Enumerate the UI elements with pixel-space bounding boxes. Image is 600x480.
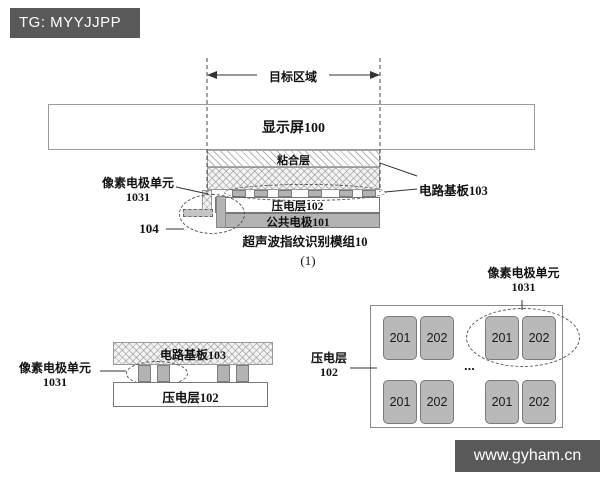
fig1-arrowhead-right — [370, 71, 380, 79]
fig1-pixel-unit-label-text: 像素电极单元 — [101, 176, 174, 190]
fig1-adhesive-label: 粘合层 — [277, 155, 310, 167]
fig1-common-electrode-label: 公共电极101 — [266, 217, 330, 229]
fig3-cell: 201 — [485, 380, 519, 424]
fig1-circuit-leader-lower — [384, 188, 418, 193]
fig3-piezo-label-text: 压电层 — [310, 351, 347, 365]
fig3-pixel-unit-ellipse — [466, 308, 580, 367]
fig1-piezo-label: 压电层102 — [271, 201, 324, 213]
fig1-pixel-unit-ref: 1031 — [126, 190, 150, 205]
tag-bar: TG: MYYJJPP — [10, 8, 140, 38]
fig1-circuit-leader-upper — [379, 162, 418, 177]
fig1-detail-callout-ellipse — [179, 194, 245, 234]
fig1-target-area-label: 目标区域 — [258, 68, 328, 85]
fig1-caption: (1) — [300, 253, 316, 268]
fig3-cell: 202 — [420, 316, 454, 360]
fig3-cell: 202 — [522, 380, 556, 424]
fig3-piezo-ref: 102 — [320, 365, 338, 380]
fig2-pixel-electrode — [236, 365, 249, 382]
fig3-cell: 201 — [383, 316, 417, 360]
fig2-pixel-unit-ref: 1031 — [43, 375, 67, 390]
fig3-pixel-unit-label-text: 像素电极单元 — [487, 266, 560, 280]
fig3-pixel-unit-ref: 1031 — [511, 280, 536, 295]
fig1-display-screen — [48, 104, 535, 150]
fig3-pixel-unit-label: 像素电极单元 1031 — [476, 266, 571, 295]
fig1-circuit-label: 电路基板103 — [419, 184, 488, 198]
fig2-circuit-substrate — [113, 342, 273, 365]
fig1-adhesive-layer — [207, 150, 380, 167]
fig1-pixel-row-ellipse — [224, 184, 386, 201]
fig2-pixel-unit-label: 像素电极单元 1031 — [10, 361, 100, 390]
fig1-pixel-unit-label: 像素电极单元 1031 — [98, 176, 178, 205]
fig1-module-label: 超声波指纹识别模组10 — [242, 235, 368, 249]
fig3-piezo-label: 压电层 102 — [306, 351, 352, 380]
fig1-display-label: 显示屏100 — [262, 121, 325, 136]
fig3-cell: 201 — [383, 380, 417, 424]
fig2-piezo-layer — [113, 382, 268, 407]
fig1-arrowhead-left — [207, 71, 217, 79]
fig1-bond-ref-label: 104 — [139, 221, 159, 236]
fig2-pixel-electrode — [217, 365, 230, 382]
fig3-ellipsis: ... — [464, 358, 475, 373]
fig2-circuit-label: 电路基板103 — [159, 348, 226, 362]
fig3-cell: 202 — [420, 380, 454, 424]
watermark-bar: www.gyham.cn — [455, 440, 600, 472]
fig2-piezo-label: 压电层102 — [162, 391, 219, 405]
fig2-pixel-unit-label-text: 像素电极单元 — [18, 361, 91, 375]
